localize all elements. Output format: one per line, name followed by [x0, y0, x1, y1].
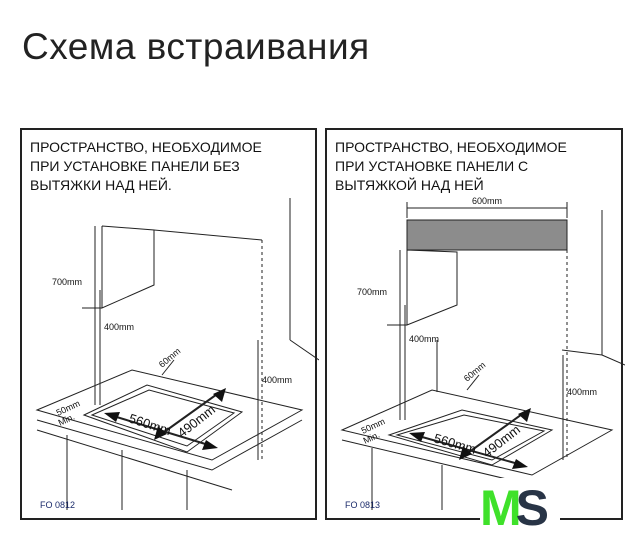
hood — [406, 219, 568, 251]
dim-height-top: 700mm — [357, 287, 387, 297]
figure-code: FO 0812 — [40, 500, 76, 510]
panel-caption: ПРОСТРАНСТВО, НЕОБХОДИМОЕ ПРИ УСТАНОВКЕ … — [335, 139, 567, 193]
panel-with-hood: ПРОСТРАНСТВО, НЕОБХОДИМОЕ ПРИ УСТАНОВКЕ … — [325, 128, 625, 520]
worktop — [340, 389, 614, 476]
cutout — [82, 384, 244, 453]
logo-s: S — [515, 480, 549, 536]
dim-side: 400mm — [567, 387, 597, 397]
installation-diagram: 700mm 400mm 400mm 60mm 50mm Min. 560mm 4… — [35, 198, 319, 510]
installation-diagram: 600mm 700mm 400mm 400mm 60mm 50mm Min. 5… — [340, 196, 625, 510]
dim-side: 400mm — [262, 375, 292, 385]
dim-height-cab: 400mm — [409, 334, 439, 344]
wall-cabinet — [101, 225, 155, 309]
figure-code: FO 0813 — [345, 500, 381, 510]
ms-logo: MS — [480, 478, 560, 544]
wall-cabinet — [406, 249, 458, 326]
dim-hood-width: 600mm — [472, 196, 502, 206]
dim-height-cab: 400mm — [104, 322, 134, 332]
logo-m: M — [480, 480, 522, 536]
page-title: Схема встраивания — [22, 26, 370, 67]
cutout — [387, 409, 554, 466]
panel-without-hood: ПРОСТРАНСТВО, НЕОБХОДИМОЕ ПРИ УСТАНОВКЕ … — [20, 128, 319, 520]
dim-height-top: 700mm — [52, 277, 82, 287]
panel-caption: ПРОСТРАНСТВО, НЕОБХОДИМОЕ ПРИ УСТАНОВКЕ … — [30, 139, 262, 193]
